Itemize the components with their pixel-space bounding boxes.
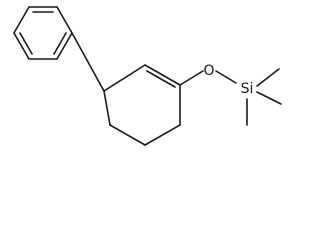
phenyl-ring xyxy=(13,6,73,60)
bond xyxy=(13,6,30,34)
bond-si-methyl xyxy=(256,68,280,87)
double-bond-inner xyxy=(53,32,67,55)
bond-o-si xyxy=(215,70,237,84)
bond-si-methyl xyxy=(256,91,282,105)
bond xyxy=(144,64,181,86)
bond-c-o xyxy=(179,70,204,86)
double-bond-inner xyxy=(146,70,176,88)
bond xyxy=(103,90,111,126)
atom-label-oxygen: O xyxy=(203,63,214,79)
trimethyl-group xyxy=(246,68,282,126)
cyclohexene-ring xyxy=(103,64,181,146)
bond xyxy=(144,124,181,146)
bond xyxy=(56,6,73,34)
double-bond-inner xyxy=(19,32,33,55)
bond xyxy=(13,32,30,60)
bond xyxy=(56,32,73,60)
bond xyxy=(109,124,146,146)
bond xyxy=(103,64,146,92)
atom-label-silicon: Si xyxy=(241,81,254,97)
chemical-structure: O Si xyxy=(13,6,282,146)
bond-phenyl-link xyxy=(71,32,105,92)
